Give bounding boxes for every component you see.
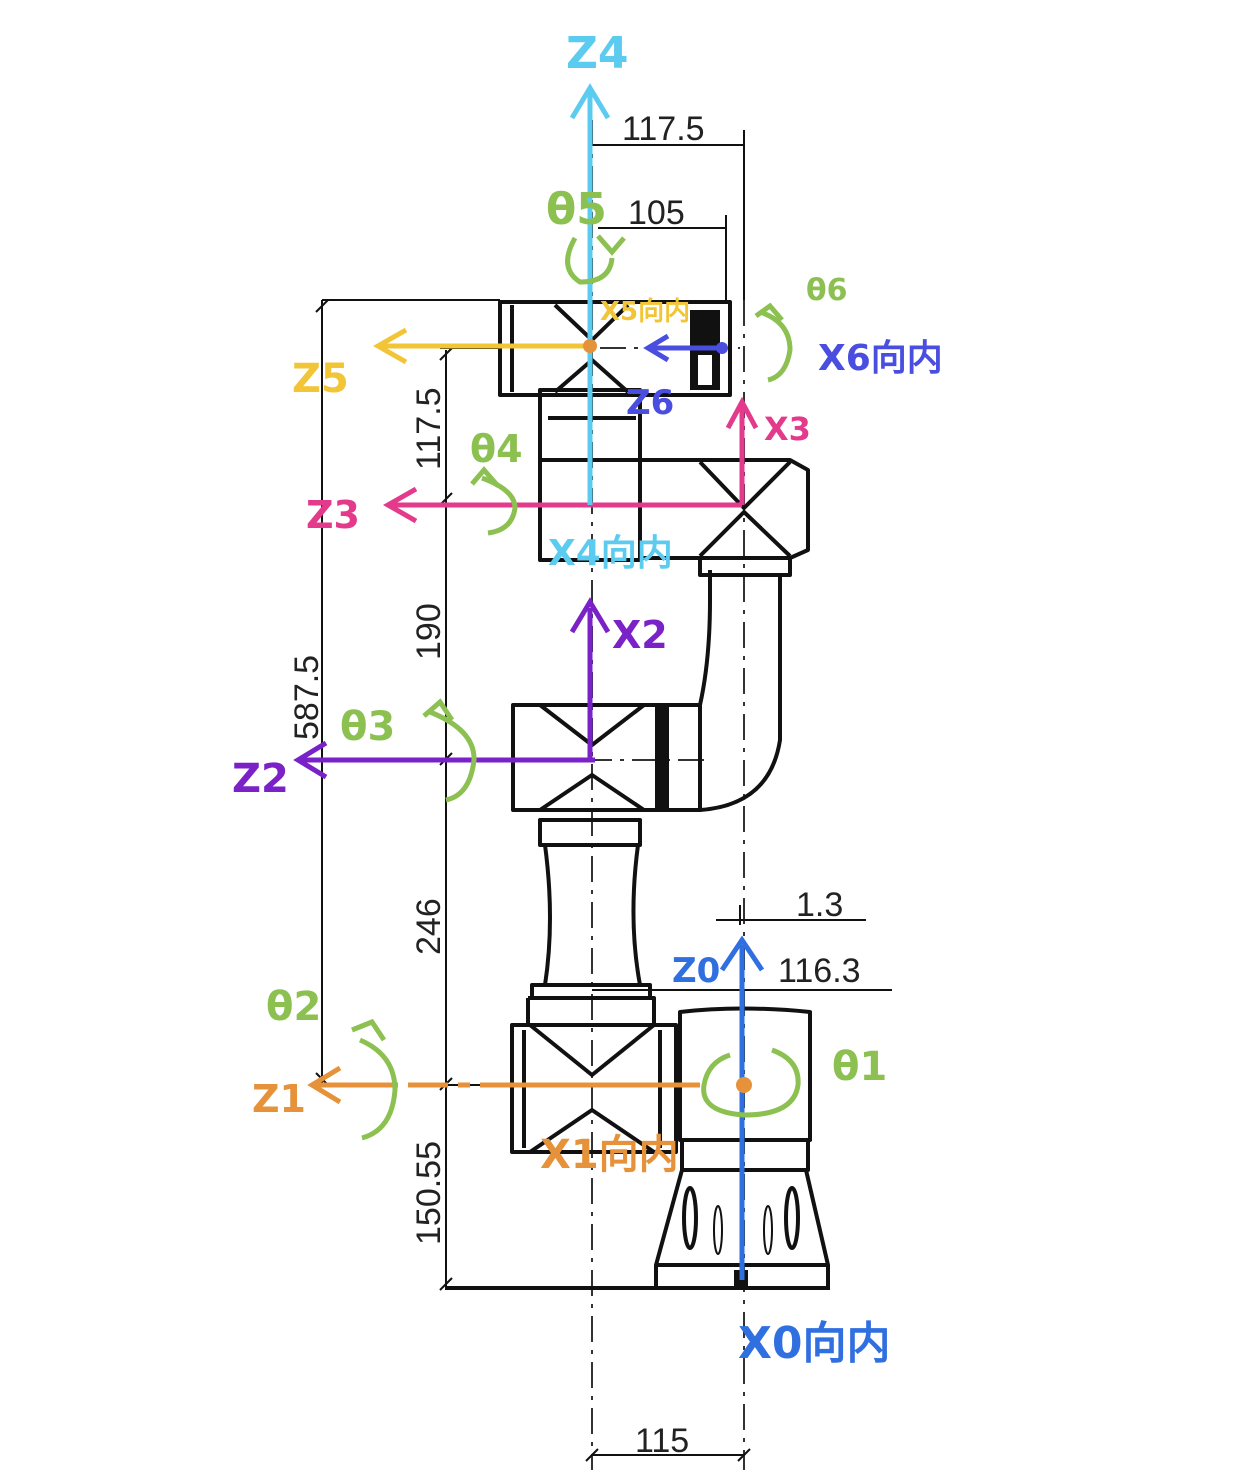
dim-base-offset-small: 1.3 xyxy=(796,886,843,924)
theta1-arc xyxy=(701,1047,801,1118)
z4-label: Z4 xyxy=(566,28,629,79)
dim-wrist-height: 117.5 xyxy=(410,387,448,470)
z0-label: Z0 xyxy=(672,951,720,991)
x2-label: X2 xyxy=(612,613,668,657)
z3-label: Z3 xyxy=(306,493,360,537)
dim-forearm-length: 246 xyxy=(410,898,448,955)
joint-labels: θ1 θ2 θ3 θ4 θ5 θ6 xyxy=(266,184,887,1090)
shoulder-joint xyxy=(510,996,678,1154)
frame-5-origin xyxy=(583,339,597,353)
joint-rotations xyxy=(351,234,801,1141)
x0-label: X0向内 xyxy=(738,1318,891,1369)
frame-6: Z6 X6向内 xyxy=(626,333,943,423)
x5-label: X5向内 xyxy=(600,296,690,327)
theta6-arc xyxy=(759,309,793,383)
z5-label: Z5 xyxy=(292,356,349,402)
theta5-arc xyxy=(565,236,615,285)
theta2-arc xyxy=(358,1037,398,1141)
z1-label: Z1 xyxy=(252,1077,306,1121)
x6-label: X6向内 xyxy=(818,338,943,379)
theta1-label: θ1 xyxy=(832,1044,887,1090)
dim-elbow-height: 190 xyxy=(410,603,448,660)
dim-total-height: 587.5 xyxy=(288,655,326,740)
z6-label: Z6 xyxy=(626,383,674,423)
frame-0: Z0 X0向内 xyxy=(672,935,891,1369)
z2-label: Z2 xyxy=(232,756,289,802)
theta5-label: θ5 xyxy=(546,184,607,235)
dim-bottom-width: 115 xyxy=(635,1422,689,1460)
upper-arm xyxy=(530,818,652,1000)
frame-2: Z2 X2 xyxy=(232,597,668,802)
frame-5: Z5 X5向内 xyxy=(292,296,690,402)
wrist-2-joint xyxy=(498,300,732,397)
frame-0-origin xyxy=(736,1077,752,1093)
dimension-labels: 117.5 105 1.3 116.3 115 587.5 117.5 190 … xyxy=(288,110,861,1460)
theta4-label: θ4 xyxy=(470,427,523,471)
x4-label: X4向内 xyxy=(548,533,673,574)
theta2-label: θ2 xyxy=(266,984,321,1030)
frame-1: Z1 X1向内 xyxy=(252,1065,700,1178)
elbow-joint xyxy=(511,570,782,812)
frame-6-origin xyxy=(716,342,728,354)
x3-label: X3 xyxy=(764,410,811,448)
dim-top-inner: 105 xyxy=(628,194,685,232)
dim-top-offset: 117.5 xyxy=(622,110,705,148)
theta3-label: θ3 xyxy=(340,704,395,750)
theta6-label: θ6 xyxy=(806,273,847,308)
dim-base-height: 150.55 xyxy=(410,1141,448,1245)
frame-4: Z4 X4向内 xyxy=(548,28,673,574)
dim-base-offset: 116.3 xyxy=(778,952,861,990)
x1-label: X1向内 xyxy=(540,1132,679,1178)
theta3-arc xyxy=(429,709,477,803)
frame-3: Z3 X3 xyxy=(306,396,811,537)
